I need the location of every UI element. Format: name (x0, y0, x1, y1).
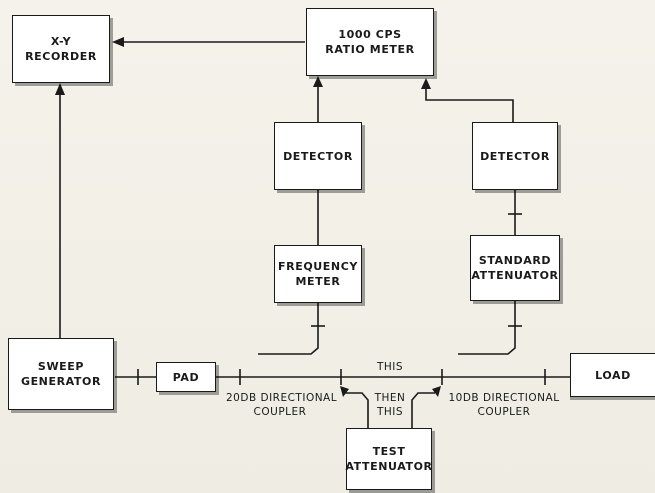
test-att-arm-right (411, 392, 435, 428)
pad-label: PAD (172, 370, 200, 384)
frequency-meter-label-1: FREQUENCY (278, 260, 358, 273)
xy-recorder-label-1: X-Y (50, 35, 72, 48)
arrow-test-att-right (432, 386, 441, 397)
standard-attenuator-label-2: ATTENUATOR (471, 269, 559, 282)
arrow-test-att-left (340, 386, 349, 397)
test-attenuator-label-2: ATTENUATOR (345, 460, 433, 473)
sweep-generator-label-2: GENERATOR (20, 375, 102, 388)
standard-attenuator-box: STANDARD ATTENUATOR (470, 235, 560, 301)
arrow-to-recorder (112, 37, 124, 47)
xy-recorder-label-2: RECORDER (25, 50, 97, 63)
load-label: LOAD (595, 368, 631, 382)
xy-recorder-box: X-Y RECORDER (12, 15, 110, 83)
standard-attenuator-label-1: STANDARD (478, 254, 552, 267)
coupler-10db-line-1: 10DB DIRECTIONAL (448, 392, 560, 404)
coupler-10db-line-2: COUPLER (477, 406, 531, 418)
coupler-20db-line-2: COUPLER (253, 406, 307, 418)
coupler-20db-line-1: 20DB DIRECTIONAL (226, 392, 338, 404)
arrow-to-ratio-left (313, 76, 323, 87)
detector-left-label: DETECTOR (283, 149, 353, 163)
coupler-20db-label: 20DB DIRECTIONAL COUPLER (226, 391, 338, 419)
test-attenuator-box: TEST ATTENUATOR (345, 428, 433, 490)
arrow-to-ratio-right (421, 78, 431, 89)
ratio-meter-label-2: RATIO METER (325, 43, 415, 56)
then-this-line-1: THEN (374, 392, 406, 404)
sweep-generator-label-1: SWEEP (37, 360, 85, 373)
ratio-meter-box: 1000 CPS RATIO METER (306, 8, 434, 76)
test-attenuator-label-1: TEST (372, 445, 406, 458)
line-std-att-to-coupler (458, 301, 516, 355)
then-this-line-2: THIS (376, 406, 404, 418)
load-box: LOAD (570, 353, 655, 397)
line-freq-meter-to-coupler (258, 303, 319, 355)
frequency-meter-box: FREQUENCY METER (274, 245, 362, 303)
this-label: THIS (376, 361, 404, 373)
detector-left-box: DETECTOR (274, 122, 362, 190)
detector-right-box: DETECTOR (472, 122, 558, 190)
ratio-meter-label-1: 1000 CPS (338, 28, 402, 41)
detector-right-label: DETECTOR (480, 149, 550, 163)
sweep-generator-box: SWEEP GENERATOR (8, 338, 114, 410)
coupler-10db-label: 10DB DIRECTIONAL COUPLER (448, 391, 560, 419)
test-att-arm-left (345, 392, 369, 428)
frequency-meter-label-2: METER (295, 275, 341, 288)
line-detector-right-to-ratio (425, 88, 514, 122)
then-this-label: THEN THIS (370, 391, 410, 419)
arrow-to-recorder-from-sweep (55, 83, 65, 95)
pad-box: PAD (156, 362, 216, 392)
